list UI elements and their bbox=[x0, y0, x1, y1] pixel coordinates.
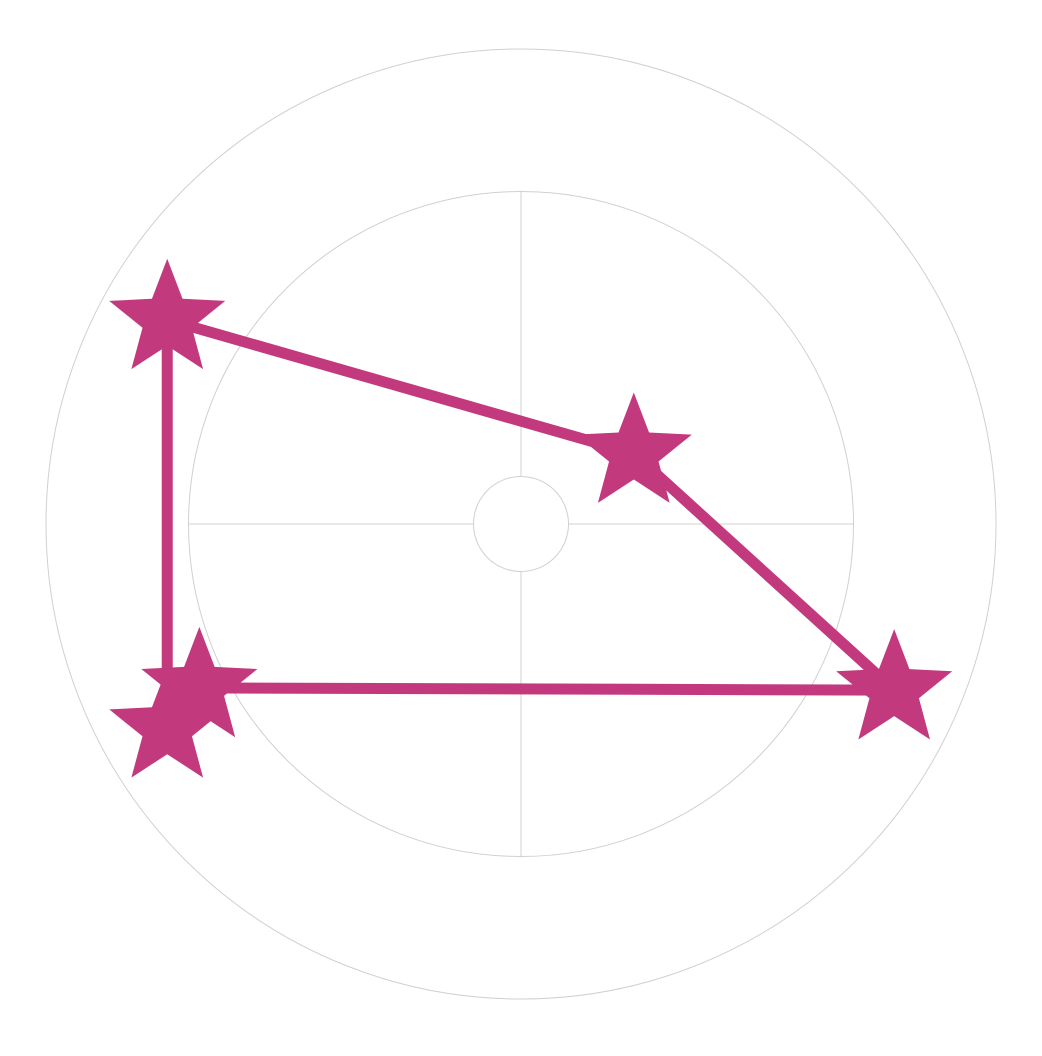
grid-ring-2 bbox=[45, 48, 997, 1000]
series-layer bbox=[109, 258, 953, 778]
grid-ring-1 bbox=[188, 191, 854, 857]
star-marker-1 bbox=[109, 258, 226, 370]
star-marker-2 bbox=[575, 392, 692, 503]
star-marker-4 bbox=[141, 626, 258, 738]
grid-ring-0 bbox=[473, 476, 569, 572]
star-marker-3 bbox=[836, 629, 953, 740]
star-marker-0 bbox=[109, 667, 226, 778]
polar-grid bbox=[45, 48, 997, 1000]
